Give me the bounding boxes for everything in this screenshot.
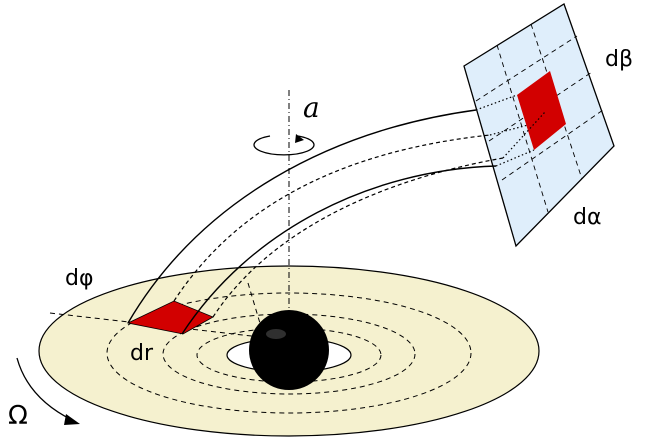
d-alpha-label: dα bbox=[573, 205, 601, 230]
disk-rotation-arrow bbox=[16, 357, 80, 425]
spin-parameter-label: a bbox=[303, 91, 320, 124]
ray-solid bbox=[127, 109, 477, 324]
d-phi-label: dφ bbox=[65, 266, 93, 291]
light-ray-bundle bbox=[127, 94, 546, 335]
ray-dashed bbox=[212, 157, 504, 318]
black-hole bbox=[249, 310, 329, 390]
ray-dashed bbox=[173, 134, 491, 302]
radial-line bbox=[247, 282, 263, 331]
observer-screen bbox=[463, 3, 615, 248]
d-beta-label: dβ bbox=[605, 47, 633, 72]
spin-rotation-arrow bbox=[253, 134, 315, 156]
disk-ring-dashed bbox=[106, 292, 472, 414]
dr-label: dr bbox=[130, 341, 154, 366]
screen-pixel-element bbox=[517, 71, 566, 150]
omega-label: Ω bbox=[8, 401, 28, 431]
